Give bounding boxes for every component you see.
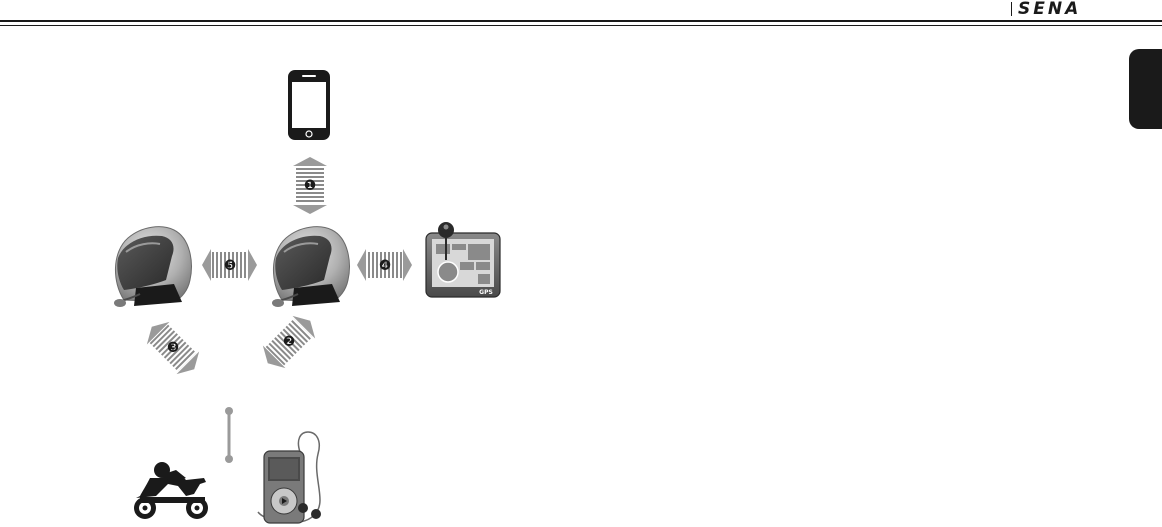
connection-arrow-4: ❹: [357, 249, 412, 281]
gps-navigator-icon: GPS: [426, 222, 500, 297]
connection-arrow-1: ❶: [293, 157, 327, 214]
connection-arrow-5: ❺: [202, 249, 257, 281]
connection-badge-2: ❷: [283, 334, 296, 350]
mp3-player-icon: [258, 432, 321, 523]
gps-label: GPS: [479, 289, 493, 296]
motorcycle-rider-icon: [134, 462, 208, 519]
connection-badge-4: ❹: [379, 258, 392, 274]
connection-badge-5: ❺: [224, 258, 237, 274]
connection-badge-3: ❸: [167, 340, 180, 356]
wired-link: [225, 407, 233, 463]
helmet-icon: [114, 227, 191, 307]
connection-badge-1: ❶: [304, 178, 317, 194]
helmet-icon: [272, 227, 349, 307]
smartphone-icon: [288, 70, 330, 140]
